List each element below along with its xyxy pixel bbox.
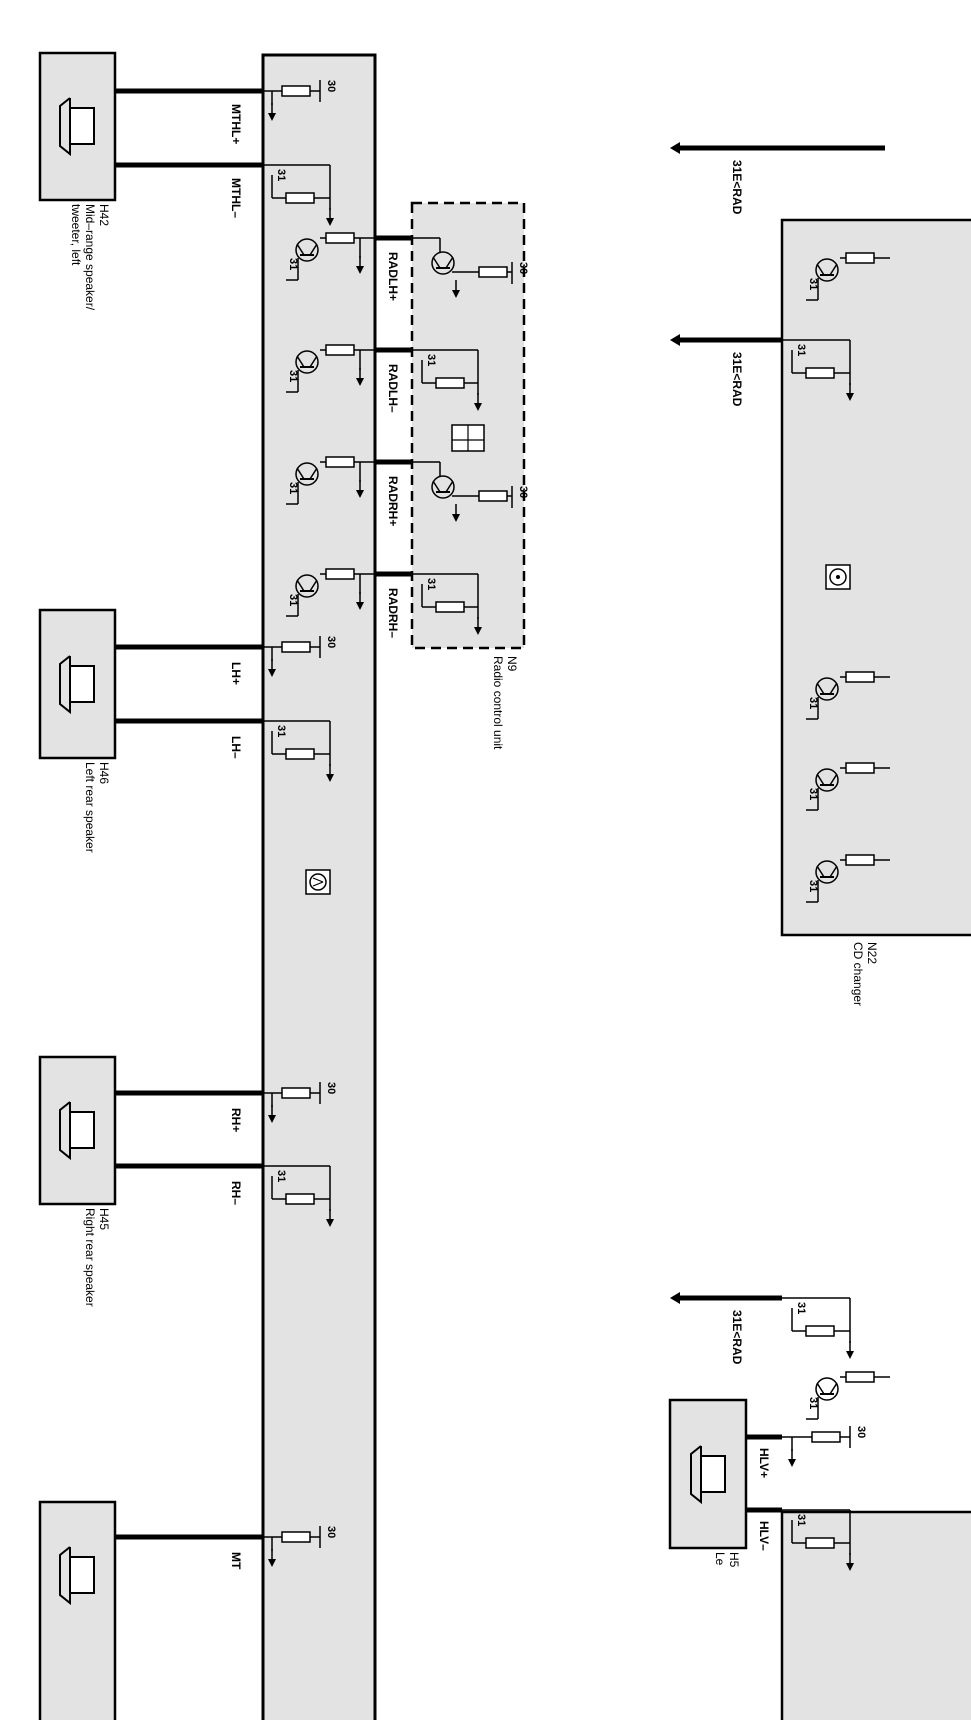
svg-text:31: 31: [807, 880, 819, 892]
cassette-symbol-icon: [451, 424, 485, 452]
svg-text:31: 31: [795, 1302, 807, 1314]
caption-h42-line2: tweeter, left: [69, 204, 83, 266]
pin-label-hlv-plus: HLV+: [757, 1448, 771, 1478]
svg-text:30: 30: [325, 1526, 337, 1538]
svg-text:31: 31: [287, 258, 299, 270]
radio-internals: [412, 237, 513, 636]
pin-label-rh-plus: RH+: [229, 1108, 243, 1132]
pin-label-mthl-plus: MTHL+: [229, 104, 243, 144]
amp-transistor-drivers: [286, 232, 375, 617]
speaker-wires: [115, 88, 782, 1540]
svg-text:31: 31: [807, 697, 819, 709]
svg-text:31: 31: [275, 169, 287, 181]
svg-text:30: 30: [517, 486, 529, 498]
caption-h5-id: H5: [727, 1552, 741, 1568]
ground-wire-labels: 31E<RAD 31E<RAD 31E<RAD: [730, 160, 744, 1365]
svg-text:31: 31: [287, 594, 299, 606]
pin-label-radrh-plus: RADRH+: [386, 476, 400, 526]
pin-label-radlh-minus: RADLH–: [386, 364, 400, 413]
svg-text:31: 31: [287, 370, 299, 382]
caption-h45-line1: Right rear speaker: [83, 1208, 97, 1307]
radio-pin-labels: RADLH+ RADLH– RADRH+ RADRH–: [386, 252, 400, 638]
caption-n9-name: Radio control unit: [491, 656, 505, 750]
pin-label-mt: MT: [229, 1552, 243, 1570]
amp-ground-circuits: [263, 164, 331, 1211]
amplifier-pin-labels: MTHL+ MTHL– LH+ LH– RH+ RH– MT: [229, 104, 243, 1570]
caption-n9-id: N9: [505, 656, 519, 672]
svg-text:31: 31: [795, 344, 807, 356]
svg-text:31: 31: [807, 788, 819, 800]
cd-symbol-icon: [825, 564, 851, 590]
svg-text:31: 31: [425, 354, 437, 366]
svg-text:31: 31: [275, 1170, 287, 1182]
component-captions: H42 Mid–range speaker/ tweeter, left H46…: [69, 204, 879, 1568]
speaker-bottom-left: [38, 1500, 117, 1720]
svg-text:31: 31: [425, 578, 437, 590]
speaker-h46: [38, 608, 117, 760]
lower-right-internals: [782, 1297, 890, 1572]
caption-h42-line1: Mid–range speaker/: [83, 204, 97, 311]
caption-h46-id: H46: [97, 762, 111, 784]
svg-text:30: 30: [325, 1082, 337, 1094]
svg-text:31: 31: [795, 1514, 807, 1526]
svg-text:30: 30: [855, 1426, 867, 1438]
amp-plus-circuits: [263, 80, 321, 1551]
caption-h42-id: H42: [97, 204, 111, 226]
lower-right-pin-labels: HLV+ HLV–: [757, 1448, 771, 1551]
speaker-h42: [38, 51, 117, 202]
pin-label-mthl-minus: MTHL–: [229, 178, 243, 218]
pin-label-hlv-minus: HLV–: [757, 1521, 771, 1551]
pin-label-lh-plus: LH+: [229, 662, 243, 685]
radio-wires: [375, 235, 412, 577]
pin-label-radlh-plus: RADLH+: [386, 252, 400, 301]
amplifier-symbol-icon: [305, 869, 331, 895]
caption-h5-line1: Le: [713, 1552, 727, 1566]
pin-label-lh-minus: LH–: [229, 736, 243, 759]
pin-label-rh-minus: RH–: [229, 1181, 243, 1205]
svg-text:31: 31: [275, 725, 287, 737]
caption-h45-id: H45: [97, 1208, 111, 1230]
svg-text:31: 31: [807, 1397, 819, 1409]
caption-h46-line1: Left rear speaker: [83, 762, 97, 853]
ground-wire-label: 31E<RAD: [730, 160, 744, 215]
caption-n22-name: CD changer: [851, 942, 865, 1006]
speaker-h5: [668, 1398, 748, 1550]
svg-text:30: 30: [517, 262, 529, 274]
svg-text:31: 31: [807, 278, 819, 290]
caption-n22-id: N22: [865, 942, 879, 964]
ground-wire-label: 31E<RAD: [730, 1310, 744, 1365]
cd-changer-internals: [782, 252, 890, 903]
ground-wires: [678, 145, 885, 1301]
svg-text:30: 30: [325, 80, 337, 92]
terminal-labels: 30 30 30 30 30 30 30 31 31 31 31 31 31 3…: [275, 80, 867, 1538]
cd-changer-box: [780, 218, 971, 937]
pin-label-radrh-minus: RADRH–: [386, 588, 400, 638]
speaker-h45: [38, 1055, 117, 1206]
svg-text:30: 30: [325, 636, 337, 648]
svg-text:31: 31: [287, 482, 299, 494]
ground-wire-label: 31E<RAD: [730, 352, 744, 407]
